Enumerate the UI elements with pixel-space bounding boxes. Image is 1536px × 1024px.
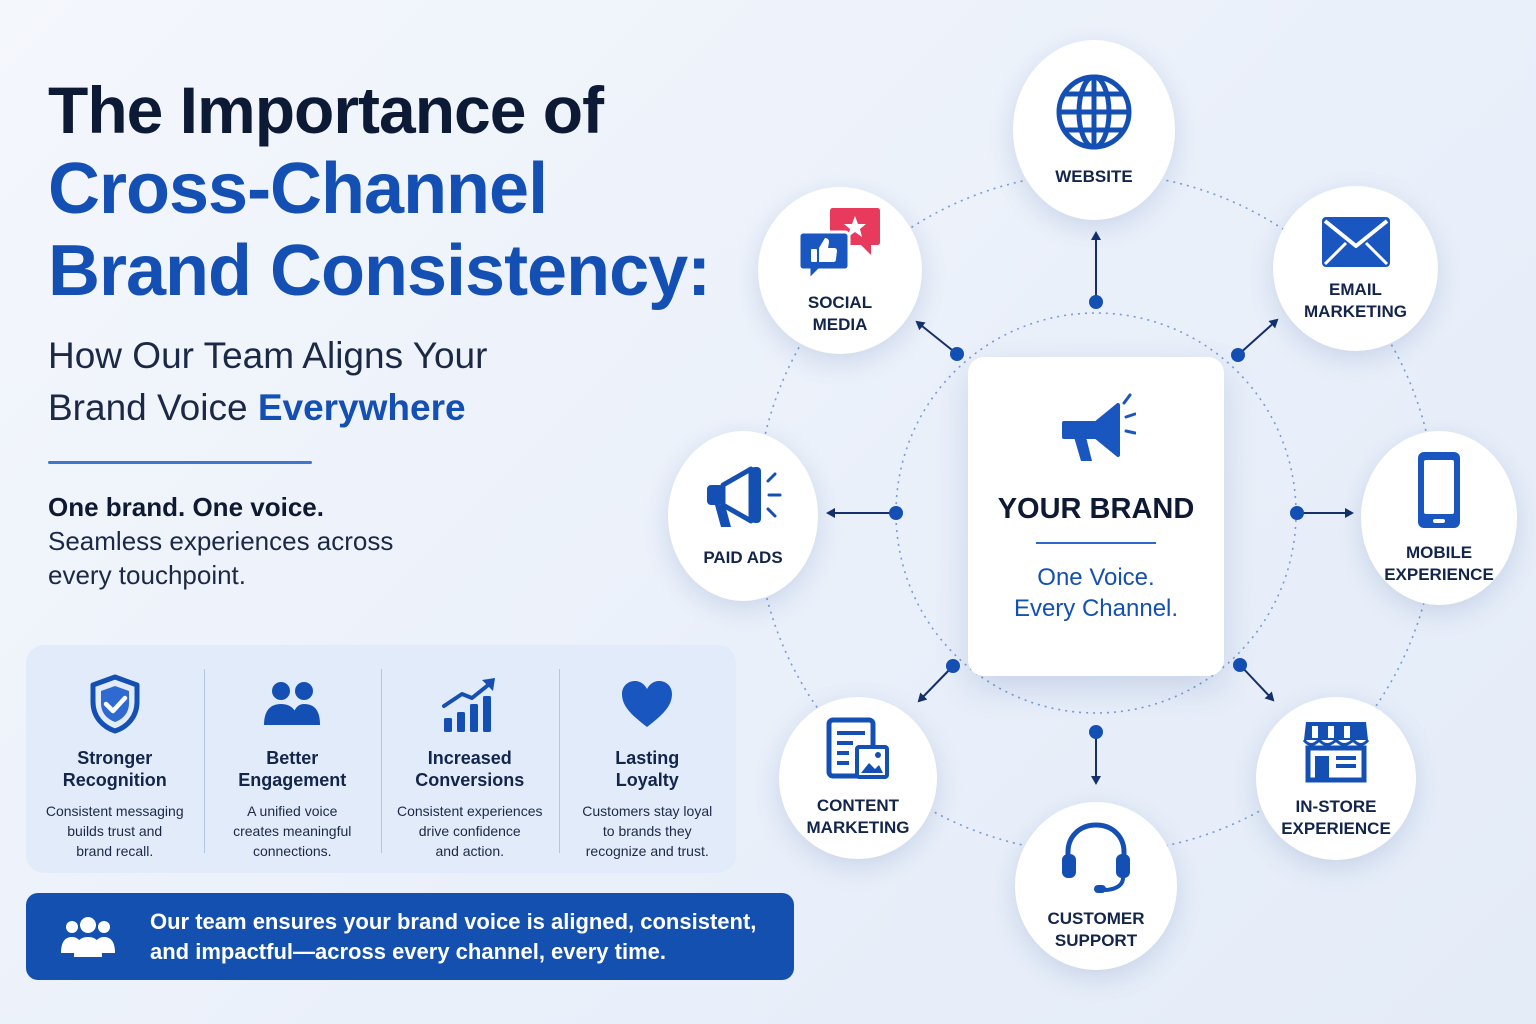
your-brand-card: YOUR BRAND One Voice. Every Channel. (968, 357, 1224, 676)
megaphone-icon (968, 393, 1224, 473)
team-icon (26, 915, 150, 959)
team-banner: Our team ensures your brand voice is ali… (26, 893, 794, 980)
headset-icon (1058, 820, 1134, 894)
heart-icon (559, 673, 737, 735)
channel-label: WEBSITE (1055, 167, 1133, 186)
users-icon (204, 673, 382, 735)
page-title-line1: The Importance of (48, 73, 604, 147)
subtitle: How Our Team Aligns Your Brand Voice Eve… (48, 330, 748, 434)
tagline-line1: Seamless experiences across (48, 526, 394, 556)
center-title: YOUR BRAND (997, 493, 1195, 525)
envelope-icon (1320, 215, 1392, 269)
tagline: One brand. One voice. Seamless experienc… (48, 490, 468, 592)
globe-icon (1054, 72, 1134, 152)
banner-text: Our team ensures your brand voice is ali… (150, 908, 757, 964)
connector-social (915, 320, 958, 355)
title-block: The Importance of Cross-Channel Brand Co… (48, 72, 748, 434)
tagline-line2: every touchpoint. (48, 560, 247, 590)
smartphone-icon (1416, 450, 1462, 530)
connector-email (1237, 318, 1279, 356)
page-title-line2: Cross-Channel (48, 149, 548, 229)
megaphone-icon (703, 463, 783, 533)
channel-label: PAID ADS (703, 548, 783, 567)
channel-paid-ads[interactable]: PAID ADS (668, 431, 818, 601)
subtitle-line2: Brand Voice Everywhere (48, 382, 748, 434)
page-title-line3: Brand Consistency: (48, 231, 711, 311)
subtitle-line1: How Our Team Aligns Your (48, 335, 488, 376)
title-divider (48, 461, 312, 464)
connector-instore (1239, 664, 1275, 702)
center-divider (1036, 542, 1156, 544)
channel-website[interactable]: WEBSITE (1013, 40, 1175, 220)
center-subtitle: One Voice. Every Channel. (1013, 564, 1179, 622)
connector-content (917, 665, 954, 703)
subtitle-highlight: Everywhere (257, 387, 466, 428)
document-icon (825, 717, 891, 783)
chat-bubbles-icon (799, 206, 881, 282)
storefront-icon (1302, 718, 1370, 784)
subtitle-line2-prefix: Brand Voice (48, 387, 258, 428)
growth-chart-icon (381, 673, 559, 735)
tagline-bold: One brand. One voice. (48, 492, 324, 522)
shield-check-icon (26, 673, 204, 735)
